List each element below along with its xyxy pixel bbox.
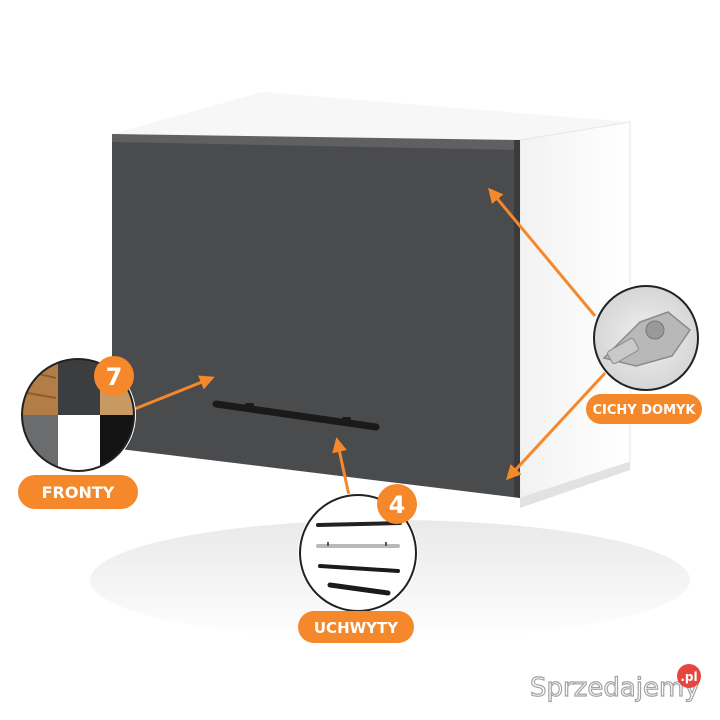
fronts-label: FRONTY: [42, 483, 115, 502]
handle-mount-left: [245, 403, 254, 411]
cabinet-front: [112, 134, 520, 498]
arrow-handles: [332, 437, 352, 501]
arrow-hinge-bottom: [505, 370, 608, 481]
handles-callout: 4 UCHWYTY: [298, 484, 418, 643]
arrow-hinge-top: [488, 187, 597, 317]
handle-sample-3: [318, 564, 400, 573]
watermark-dot: [677, 664, 701, 688]
swatch-white: [58, 415, 100, 471]
cabinet-top: [112, 92, 630, 140]
watermark-brand: Sprzedajemy: [530, 673, 700, 703]
swatch-graphite: [58, 359, 100, 415]
cabinet-bottom-edge: [520, 462, 630, 508]
cabinet-handle: [212, 400, 380, 431]
fronts-count-badge: [94, 356, 134, 396]
handles-label-pill: [298, 611, 414, 643]
handles-count-badge: [377, 484, 417, 524]
fronts-callout: 7 FRONTY: [18, 356, 138, 509]
handles-count: 4: [389, 491, 406, 519]
watermark: Sprzedajemy .pl: [529, 664, 701, 704]
fronts-count: 7: [106, 363, 123, 391]
arrow-fronts: [131, 375, 215, 412]
handle-sample-4: [327, 582, 391, 596]
watermark-tld: .pl: [680, 670, 697, 684]
fronts-swatch-border: [21, 358, 135, 472]
cabinet: [112, 92, 631, 508]
front-edge: [514, 140, 520, 498]
front-highlight: [112, 134, 520, 150]
handle-sample-1: [316, 521, 402, 527]
hinge-callout: CICHY DOMYK: [586, 284, 702, 424]
handle-mount-right: [342, 417, 351, 425]
hinge-photo: [594, 286, 698, 390]
hinge-label-pill: [586, 394, 702, 424]
hinge-label: CICHY DOMYK: [592, 403, 696, 418]
callout-arrows: [131, 187, 608, 501]
fronts-label-pill: [18, 475, 138, 509]
handles-label: UCHWYTY: [314, 619, 399, 637]
